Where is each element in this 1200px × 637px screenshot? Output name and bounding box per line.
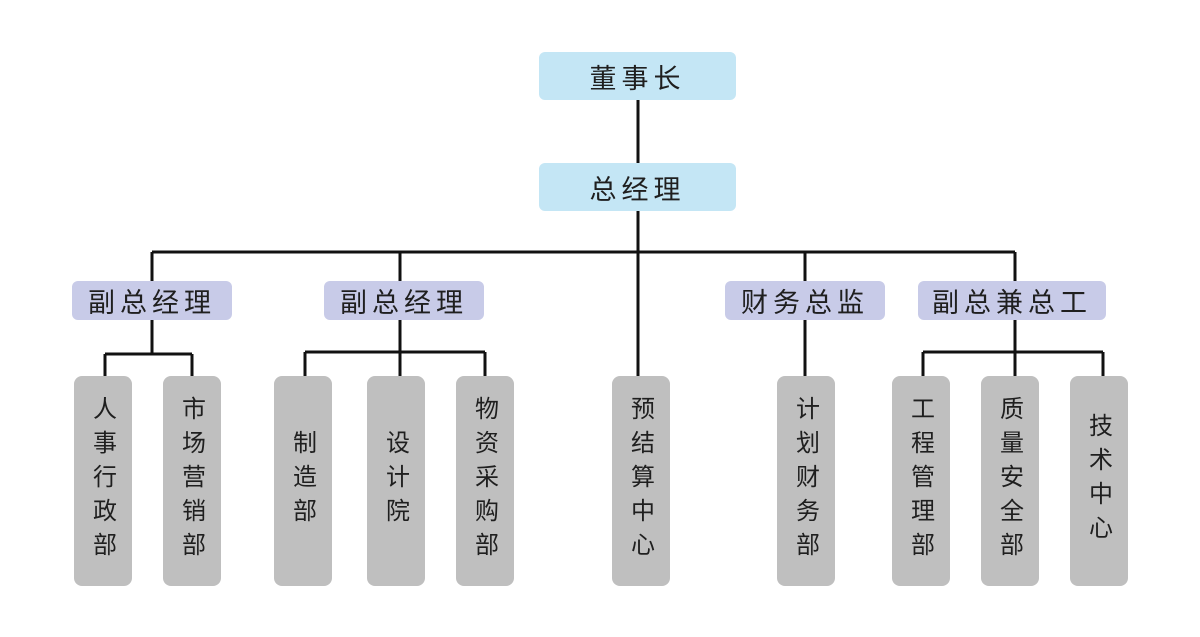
dept-budget-settlement: 预结算中心 — [612, 376, 670, 586]
vice-gm-chief-engineer-box: 副总兼总工 — [918, 281, 1106, 320]
dept-hr-admin: 人事行政部 — [74, 376, 132, 586]
dept-design-institute: 设计院 — [367, 376, 425, 586]
chairman-box: 董事长 — [539, 52, 736, 100]
dept-technology-center: 技术中心 — [1070, 376, 1128, 586]
dept-engineering-management: 工程管理部 — [892, 376, 950, 586]
dept-quality-safety: 质量安全部 — [981, 376, 1039, 586]
vice-gm-box-1: 副总经理 — [72, 281, 232, 320]
vice-gm-box-2: 副总经理 — [324, 281, 484, 320]
dept-procurement: 物资采购部 — [456, 376, 514, 586]
general-manager-box: 总经理 — [539, 163, 736, 211]
dept-planning-finance: 计划财务部 — [777, 376, 835, 586]
dept-marketing: 市场营销部 — [163, 376, 221, 586]
cfo-box: 财务总监 — [725, 281, 885, 320]
dept-manufacturing: 制造部 — [274, 376, 332, 586]
